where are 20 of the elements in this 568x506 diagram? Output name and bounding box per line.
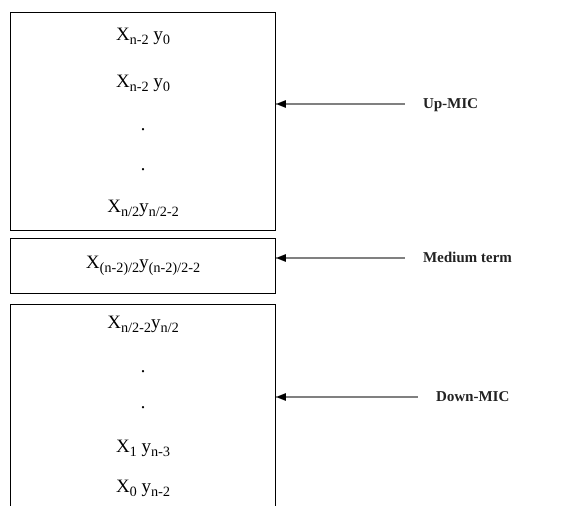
arrow: [276, 254, 406, 262]
arrow: [276, 393, 418, 401]
part-label: Down-MIC: [436, 388, 510, 407]
term-box: [10, 12, 276, 231]
part-label: Medium term: [423, 248, 512, 268]
term-text: X$_{n/2-2}$y$_{n/2}$: [107, 311, 179, 335]
term-text: .: [140, 391, 146, 415]
part-label: Up-MIC: [423, 94, 478, 114]
term-text: X$_{n-2}$ y$_{0}$: [116, 23, 170, 47]
term-text: .: [140, 113, 146, 137]
term-text: X$_{n/2}$y$_{n/2-2}$: [107, 195, 179, 219]
term-text: X$_{n-2}$ y$_{0}$: [116, 70, 170, 94]
term-text: X$_{1}$ y$_{n-3}$: [116, 435, 170, 459]
term-text: X$_{(n-2)/2}$y$_{(n-2)/2-2}$: [86, 251, 200, 275]
term-text: .: [140, 153, 146, 177]
term-text: .: [140, 355, 146, 379]
term-box: [10, 304, 276, 506]
term-text: X$_{0}$ y$_{n-2}$: [116, 475, 170, 499]
arrow: [276, 100, 406, 108]
term-box: [10, 238, 276, 294]
